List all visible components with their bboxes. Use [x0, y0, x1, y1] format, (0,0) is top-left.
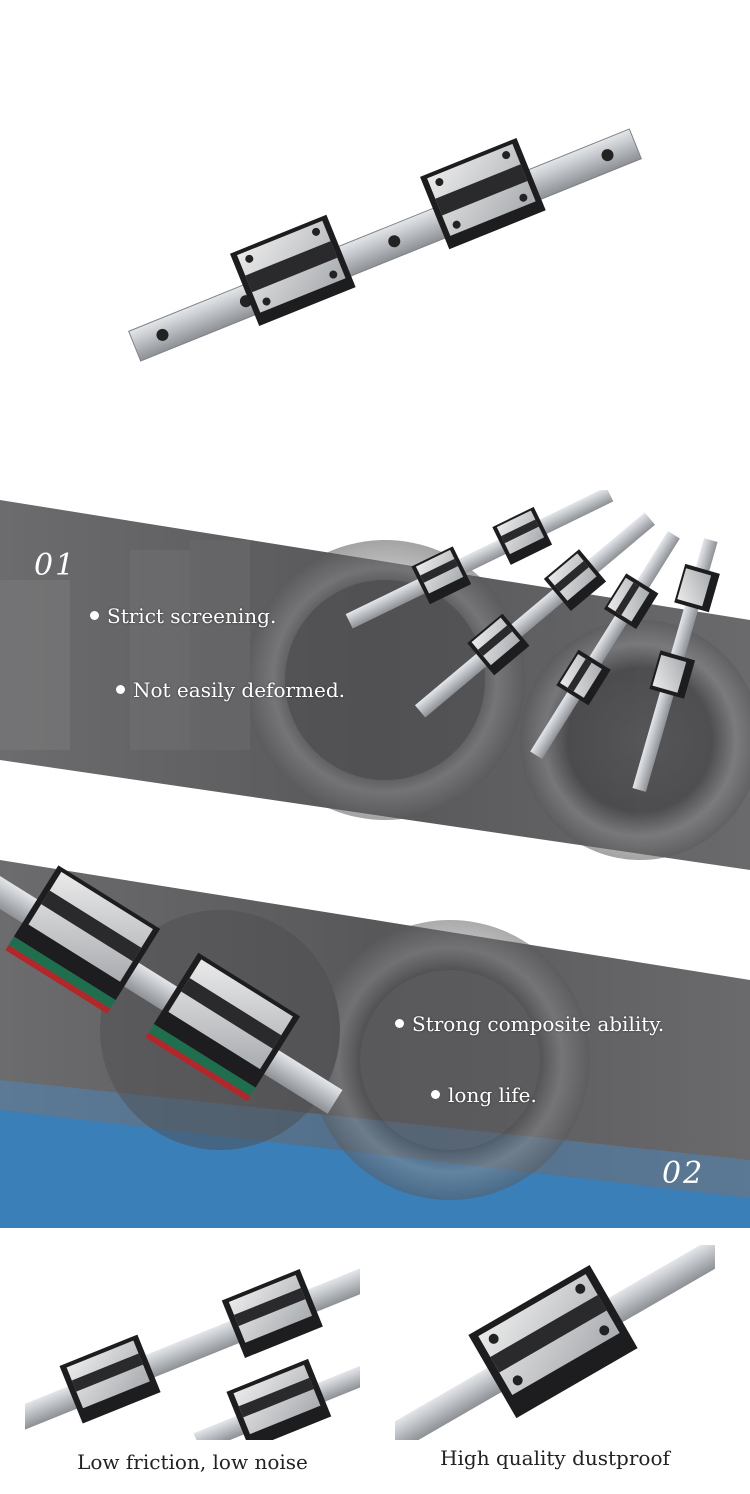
rail-with-carriages: [0, 846, 343, 1114]
rails-cluster: [345, 490, 720, 792]
feature-strict-screening: Strict screening.: [90, 604, 276, 628]
carriage-block: [420, 137, 546, 250]
section-number-01: 01: [34, 548, 77, 583]
carriage-block: [229, 214, 356, 327]
product-image-low-friction: [25, 1240, 360, 1440]
feature-not-easily-deformed: Not easily deformed.: [116, 678, 345, 702]
caption-low-friction: Low friction, low noise: [77, 1450, 308, 1474]
caption-dustproof: High quality dustproof: [440, 1446, 670, 1470]
bullet-icon: [116, 685, 125, 694]
rail: [128, 128, 642, 362]
feature-band-02: [0, 830, 750, 1230]
bullet-icon: [395, 1019, 404, 1028]
feature-long-life: long life.: [431, 1083, 537, 1107]
section-number-02: 02: [662, 1156, 705, 1191]
product-image-dustproof: [395, 1245, 715, 1440]
feature-strong-composite: Strong composite ability.: [395, 1012, 664, 1036]
feature-band-01: [0, 490, 750, 880]
bullet-icon: [431, 1090, 440, 1099]
bullet-icon: [90, 611, 99, 620]
hero-product-image: [0, 0, 750, 470]
